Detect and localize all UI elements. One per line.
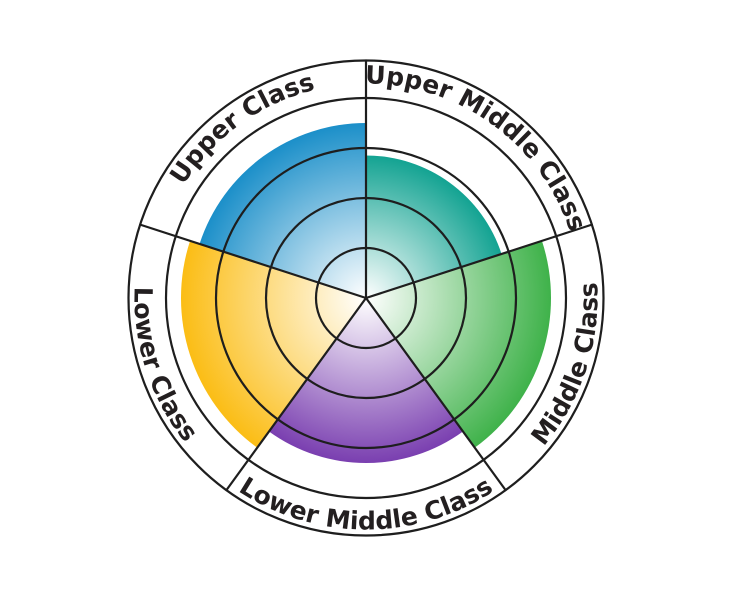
label-lower-middle-class: Lower Middle Class	[235, 471, 498, 535]
wedge-middle-class	[366, 240, 552, 448]
spoke-4	[225, 296, 368, 492]
wedge-lower-class	[180, 240, 366, 448]
wedge-lower-middle-class	[269, 298, 463, 463]
spoke-3	[364, 296, 507, 492]
wedge-upper-class	[199, 123, 366, 298]
spoke-layer	[139, 59, 593, 492]
spoke-5	[139, 223, 368, 300]
spoke-2	[364, 223, 593, 300]
